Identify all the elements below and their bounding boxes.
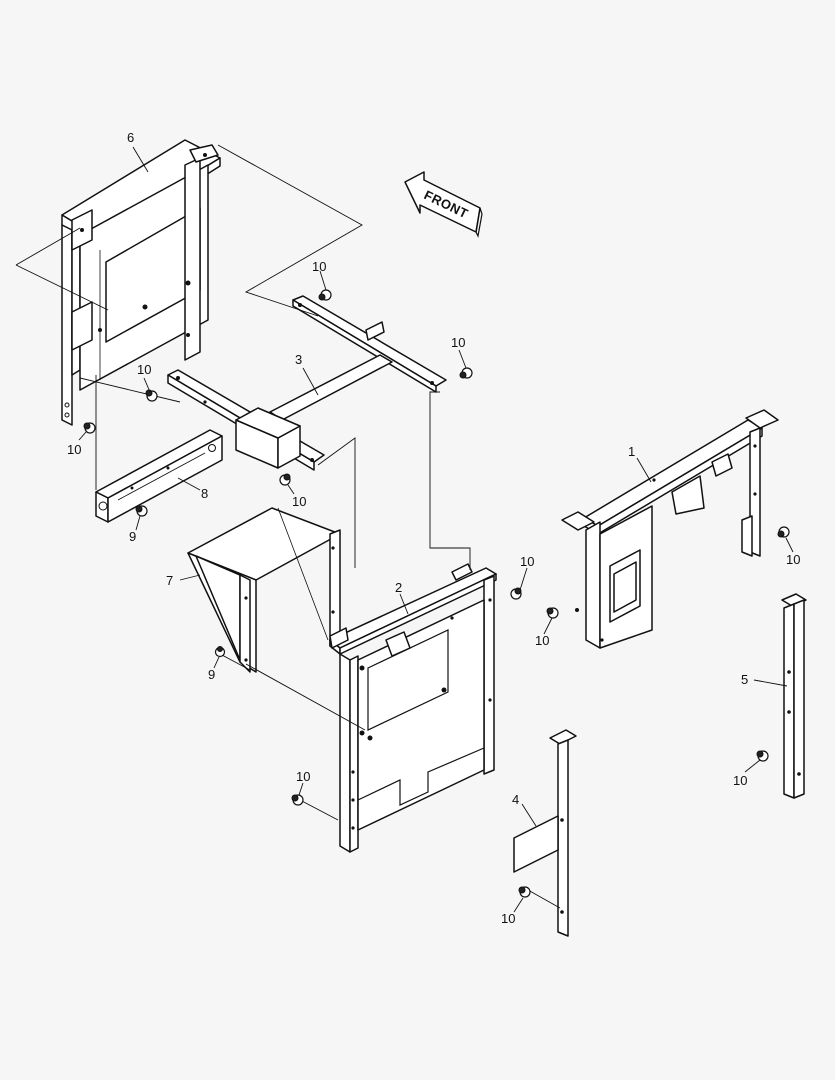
callout-4: 4 [512, 792, 519, 807]
callout-2: 2 [395, 580, 402, 595]
callout-9: 9 [208, 667, 215, 682]
front-arrow: FRONT [404, 171, 483, 238]
part-6-upper-frame [61, 139, 221, 426]
part-5-post [781, 593, 807, 799]
bolt-icon [145, 389, 158, 402]
bolt-icon [318, 289, 332, 301]
assembly-lines [15, 144, 561, 909]
bolts [83, 289, 790, 898]
callout-10: 10 [535, 633, 549, 648]
bolt-icon [291, 794, 304, 806]
callout-7: 7 [166, 573, 173, 588]
callout-10: 10 [501, 911, 515, 926]
callout-10: 10 [137, 362, 151, 377]
callout-10: 10 [786, 552, 800, 567]
callout-1: 1 [628, 444, 635, 459]
callout-10: 10 [733, 773, 747, 788]
callout-10: 10 [292, 494, 306, 509]
bolt-icon [135, 505, 148, 517]
callout-10: 10 [312, 259, 326, 274]
part-1-right-frame [561, 409, 779, 649]
bolt-icon [756, 750, 769, 762]
callout-10: 10 [451, 335, 465, 350]
bolt-icon [546, 607, 559, 619]
bolt-icon [83, 422, 96, 434]
callout-6: 6 [127, 130, 134, 145]
bolt-icon [777, 526, 790, 538]
part-3-cross-member [167, 295, 447, 471]
callout-leaders [78, 146, 794, 913]
part-2-lower-frame [329, 563, 497, 853]
bolt-icon [459, 367, 473, 379]
part-4-bracket [513, 729, 577, 937]
bolt-icon [214, 646, 226, 658]
part-8-bracket [95, 429, 223, 523]
bolt-icon [279, 473, 291, 486]
callout-8: 8 [201, 486, 208, 501]
callout-10: 10 [296, 769, 310, 784]
callout-10: 10 [67, 442, 81, 457]
part-7-shield [187, 507, 341, 673]
callout-labels: 6 3 1 2 7 8 5 4 9 9 10 10 10 10 10 10 10… [67, 130, 800, 926]
bolt-icon [510, 587, 522, 600]
bolt-icon [518, 886, 531, 898]
callout-5: 5 [741, 672, 748, 687]
callout-3: 3 [295, 352, 302, 367]
callout-9: 9 [129, 529, 136, 544]
callout-10: 10 [520, 554, 534, 569]
